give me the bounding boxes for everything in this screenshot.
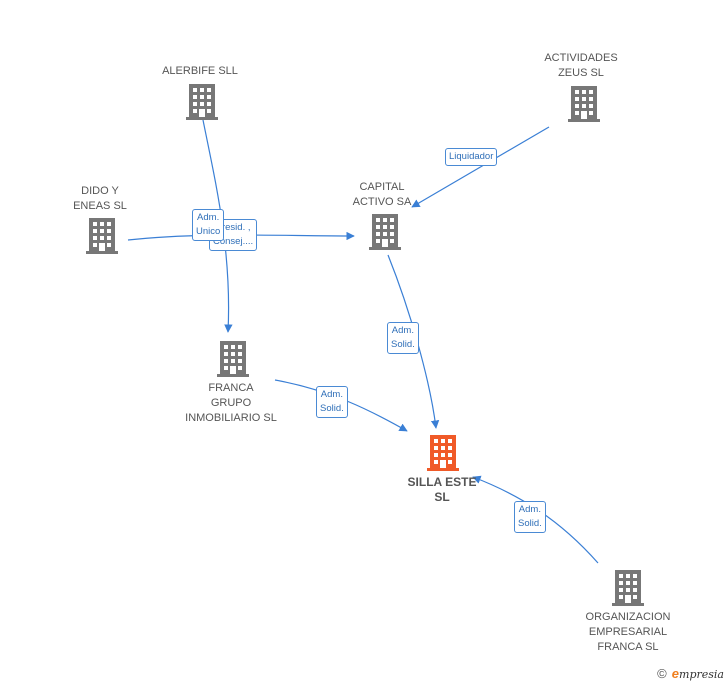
node-label-line: SL: [434, 490, 450, 504]
edge-label-line: Liquidador: [449, 151, 494, 162]
node-label-capital[interactable]: CAPITAL ACTIVO SA: [322, 180, 442, 210]
building-icon[interactable]: [612, 570, 644, 606]
edge-label-line: Presid. ,: [215, 222, 251, 233]
node-label-line: ACTIVIDADES: [544, 52, 618, 64]
edge-label-adm-solid-organizacion[interactable]: Adm. Solid.: [514, 501, 546, 533]
edge-label-line: Unico: [196, 226, 221, 237]
node-label-alerbife[interactable]: ALERBIFE SLL: [140, 64, 260, 79]
edge-label-line: Solid.: [320, 403, 344, 414]
node-label-line: FRANCA SL: [597, 641, 659, 653]
node-label-organizacion[interactable]: ORGANIZACION EMPRESARIAL FRANCA SL: [561, 610, 695, 655]
edge-label-line: Consej....: [213, 236, 254, 247]
edge-label-line: Adm.: [197, 212, 220, 223]
edge-label-line: Adm.: [518, 504, 541, 515]
node-label-silla[interactable]: SILLA ESTE SL: [382, 475, 502, 505]
node-label-actividades[interactable]: ACTIVIDADES ZEUS SL: [521, 51, 641, 81]
node-label-line: SILLA ESTE: [407, 475, 477, 489]
edge-label-liquidador[interactable]: Liquidador: [445, 148, 498, 166]
node-label-line: DIDO Y: [81, 185, 119, 197]
building-icon[interactable]: [369, 214, 401, 250]
node-label-franca[interactable]: FRANCA GRUPO INMOBILIARIO SL: [161, 381, 301, 426]
edge-label-adm-solid-capital[interactable]: Adm. Solid.: [387, 322, 419, 354]
building-icon[interactable]: [86, 218, 118, 254]
edge-label-adm-solid-franca[interactable]: Adm. Solid.: [316, 386, 348, 418]
node-label-line: ENEAS SL: [73, 200, 127, 212]
node-label-line: INMOBILIARIO SL: [185, 412, 277, 424]
node-label-dido[interactable]: DIDO Y ENEAS SL: [40, 184, 160, 214]
nodes-layer: [86, 84, 644, 606]
edge-actividades-capital: [411, 126, 550, 208]
node-label-line: CAPITAL: [359, 181, 405, 193]
building-icon[interactable]: [186, 84, 218, 120]
brand-logo-initial: e: [671, 666, 680, 681]
edge-label-line: Solid.: [391, 339, 415, 350]
node-label-line: ZEUS SL: [558, 67, 604, 79]
node-label-line: GRUPO: [210, 397, 252, 409]
edge-label-adm-unico[interactable]: Adm. Unico: [192, 209, 225, 241]
copyright-icon: ©: [657, 666, 667, 681]
node-label-line: ALERBIFE SLL: [162, 65, 238, 77]
building-icon[interactable]: [217, 341, 249, 377]
edge-label-line: Solid.: [518, 518, 542, 529]
node-label-line: ORGANIZACION: [585, 611, 671, 623]
edge-label-line: Adm.: [320, 389, 343, 400]
edge-label-line: Adm.: [391, 325, 414, 336]
building-icon[interactable]: [568, 86, 600, 122]
building-icon[interactable]: [427, 435, 459, 471]
footer-brand: © empresia: [657, 666, 724, 681]
brand-name: mpresia: [679, 668, 724, 681]
node-label-line: EMPRESARIAL: [588, 626, 668, 638]
node-label-line: ACTIVO SA: [352, 196, 412, 208]
node-label-line: FRANCA: [208, 382, 254, 394]
